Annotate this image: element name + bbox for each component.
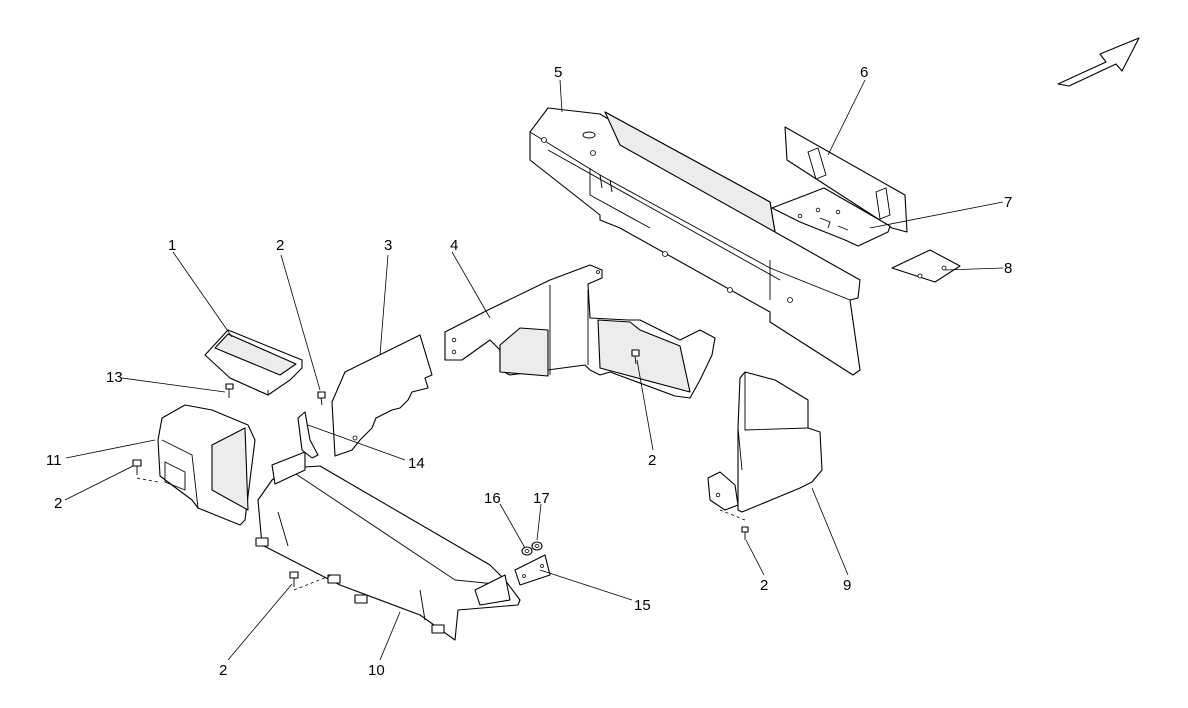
part-3-side-panel: [331, 334, 433, 457]
callout-16: 16: [484, 490, 501, 507]
bolt-2a-icon: [317, 391, 326, 406]
fasteners: [132, 349, 749, 587]
callout-2b: 2: [648, 452, 656, 469]
bolt-2e-icon: [289, 571, 299, 587]
callout-1: 1: [168, 237, 176, 254]
callout-6: 6: [860, 64, 868, 81]
part-5-rear-panel: [529, 107, 861, 376]
washer-16-icon: [521, 546, 533, 556]
bolt-2b-icon: [631, 349, 640, 365]
leader-lines: [64, 79, 1004, 661]
callout-14: 14: [408, 455, 425, 472]
callout-17: 17: [533, 490, 550, 507]
callout-10: 10: [368, 662, 385, 679]
part-9-right-panel: [707, 371, 823, 513]
callout-8: 8: [1004, 260, 1012, 277]
part-4-shroud: [444, 264, 716, 399]
part-1-tray: [204, 329, 303, 396]
callout-7: 7: [1004, 194, 1012, 211]
callout-2d: 2: [54, 495, 62, 512]
bolt-2d-icon: [132, 459, 142, 475]
part-11-guard: [157, 404, 256, 526]
part-14-bracket: [297, 411, 319, 459]
assembly-lines: [136, 477, 746, 591]
callout-11: 11: [46, 452, 62, 469]
callout-3: 3: [384, 237, 392, 254]
callout-9: 9: [843, 577, 851, 594]
callout-4: 4: [450, 237, 458, 254]
direction-arrow-icon: [1057, 37, 1140, 87]
callout-5: 5: [554, 64, 562, 81]
part-15-bracket: [514, 554, 551, 586]
callout-13: 13: [106, 369, 123, 386]
part-8-small-plate: [891, 249, 961, 283]
bolt-2c-icon: [741, 526, 749, 540]
callout-2e: 2: [219, 662, 227, 679]
bolt-13-icon: [225, 383, 234, 398]
callout-labels: 1 2 3 4 5 6 7 8 2 9 2 10 11 2 13 14 15 1…: [46, 64, 1012, 679]
callout-2a: 2: [276, 237, 284, 254]
part-7-base-plate: [771, 187, 891, 247]
nut-17-icon: [531, 541, 543, 551]
callout-2c: 2: [760, 577, 768, 594]
part-6-slotted-plate: [784, 126, 908, 233]
part-10-main-housing: [255, 451, 521, 641]
callout-15: 15: [634, 597, 651, 614]
